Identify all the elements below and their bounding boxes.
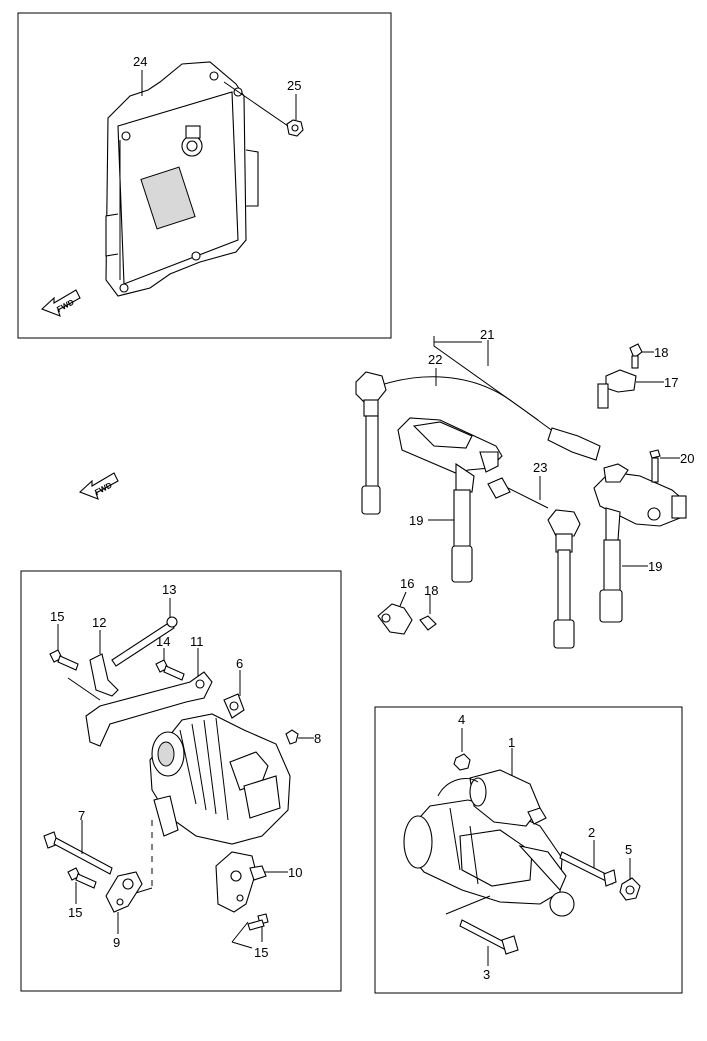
adjust-bolt bbox=[155, 659, 185, 681]
callout-15-top: 15 bbox=[50, 609, 64, 624]
callout-18-top: 18 bbox=[654, 345, 668, 360]
callout-12: 12 bbox=[92, 615, 106, 630]
starter-stud-bolt bbox=[559, 851, 617, 887]
starter-nut bbox=[619, 877, 641, 901]
alternator-long-bolt bbox=[111, 616, 178, 667]
callout-17: 17 bbox=[664, 375, 678, 390]
fwd-arrow-icon: FWD bbox=[40, 289, 81, 317]
callout-11: 11 bbox=[190, 634, 204, 649]
callout-3: 3 bbox=[483, 967, 490, 982]
bracket-bolt bbox=[49, 649, 79, 671]
callout-10: 10 bbox=[288, 865, 302, 880]
callout-9: 9 bbox=[113, 935, 120, 950]
callout-1: 1 bbox=[508, 735, 515, 750]
callout-16: 16 bbox=[400, 576, 414, 591]
ignition-section: 21 22 23 19 bbox=[355, 327, 694, 649]
callout-15-middle: 15 bbox=[68, 905, 82, 920]
callout-8: 8 bbox=[314, 731, 321, 746]
spark-plug-cord bbox=[487, 477, 581, 649]
spark-plug-cord bbox=[355, 371, 601, 515]
callout-19-left: 19 bbox=[409, 513, 423, 528]
callout-25: 25 bbox=[287, 78, 301, 93]
terminal-nut bbox=[285, 729, 299, 745]
fwd-arrow-icon: FWD bbox=[78, 472, 119, 500]
ignition-coil bbox=[397, 417, 503, 583]
pivot-bracket bbox=[105, 871, 143, 913]
ecm-section: 24 25 FWD bbox=[17, 12, 392, 339]
callout-15-bottom: 15 bbox=[254, 945, 268, 960]
callout-19-right: 19 bbox=[648, 559, 662, 574]
callout-20: 20 bbox=[680, 451, 694, 466]
alternator bbox=[149, 693, 291, 845]
starter-frame bbox=[374, 706, 683, 994]
starter-terminal-nut bbox=[453, 753, 471, 771]
cam-position-sensor bbox=[597, 343, 643, 409]
callout-4: 4 bbox=[458, 712, 465, 727]
callout-5: 5 bbox=[625, 842, 632, 857]
bracket-bolt bbox=[231, 913, 269, 949]
alternator-bracket bbox=[67, 653, 119, 701]
ecm-frame bbox=[17, 12, 392, 339]
crank-position-sensor bbox=[377, 603, 437, 635]
callout-24: 24 bbox=[133, 54, 147, 69]
callout-23: 23 bbox=[533, 460, 547, 475]
callout-7: 7 bbox=[78, 808, 85, 823]
callout-14: 14 bbox=[156, 634, 170, 649]
callout-22: 22 bbox=[428, 352, 442, 367]
starter-bolt bbox=[445, 895, 519, 955]
starter-section: 4 1 2 5 bbox=[374, 706, 683, 994]
alternator-frame bbox=[20, 570, 342, 992]
starter-motor bbox=[403, 769, 575, 917]
mounting-bracket bbox=[215, 851, 267, 913]
adjusting-arm bbox=[85, 671, 213, 747]
callout-2: 2 bbox=[588, 825, 595, 840]
callout-6: 6 bbox=[236, 656, 243, 671]
ignition-coil bbox=[593, 463, 687, 623]
callout-18-bottom: 18 bbox=[424, 583, 438, 598]
ecm-nut bbox=[286, 119, 304, 137]
ecm-unit bbox=[105, 61, 259, 297]
coil-bolt bbox=[649, 449, 661, 483]
callout-21: 21 bbox=[480, 327, 494, 342]
alternator-section: 13 15 12 14 11 bbox=[20, 570, 342, 992]
bracket-bolt bbox=[67, 867, 97, 889]
callout-13: 13 bbox=[162, 582, 176, 597]
pivot-bolt bbox=[43, 831, 113, 875]
